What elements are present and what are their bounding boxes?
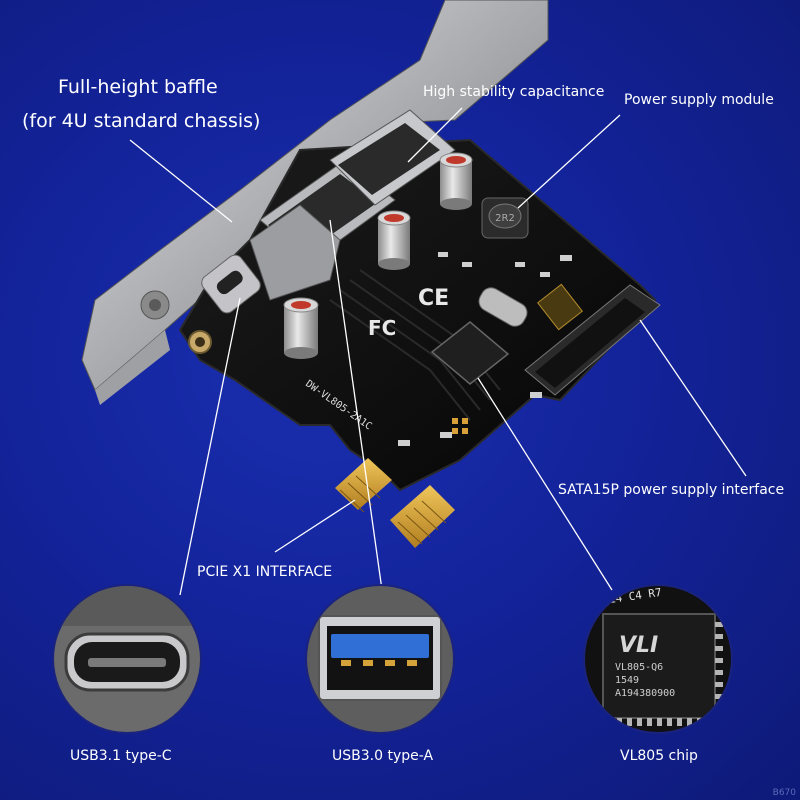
usb-a-inset bbox=[305, 584, 455, 734]
usb-a-closeup bbox=[307, 586, 453, 732]
usb-c-closeup bbox=[54, 586, 200, 732]
smd-components bbox=[398, 252, 572, 446]
inductor-text: 2R2 bbox=[495, 213, 515, 224]
usb-c-port bbox=[201, 254, 261, 314]
crystal-oscillator bbox=[478, 287, 528, 327]
baffle-label-line2: (for 4U standard chassis) bbox=[22, 110, 261, 132]
fc-mark: FC bbox=[368, 316, 396, 340]
usb-c-inset bbox=[52, 584, 202, 734]
vl805-chip-on-board bbox=[430, 321, 510, 385]
vl805-chip-closeup: R14 C4 R7 VLI VL805-Q6 1549 A194380900 bbox=[585, 586, 731, 732]
pcie-interface-label: PCIE X1 INTERFACE bbox=[197, 564, 333, 580]
capacitance-label: High stability capacitance bbox=[423, 84, 605, 100]
sata-interface-label: SATA15P power supply interface bbox=[558, 482, 785, 498]
usb-a-caption: USB3.0 type-A bbox=[332, 748, 434, 764]
usb-c-caption: USB3.1 type-C bbox=[70, 748, 172, 764]
chip-caption: VL805 chip bbox=[620, 748, 698, 764]
ce-mark: CE bbox=[418, 286, 449, 311]
watermark: B670 bbox=[772, 788, 796, 798]
pads bbox=[452, 418, 468, 434]
sata-power-connector bbox=[524, 283, 661, 396]
capacitors bbox=[283, 152, 473, 359]
chip-part-number: VL805-Q6 bbox=[615, 662, 663, 673]
chip-lot-code: A194380900 bbox=[615, 688, 675, 699]
leader-lines bbox=[129, 107, 747, 596]
baffle-label-line1: Full-height baffle bbox=[58, 76, 218, 98]
power-module-label: Power supply module bbox=[624, 92, 774, 108]
chip-inset: R14 C4 R7 VLI VL805-Q6 1549 A194380900 bbox=[583, 584, 733, 734]
chip-brand: VLI bbox=[619, 633, 658, 658]
usb-a-ports bbox=[249, 109, 456, 301]
chip-date-code: 1549 bbox=[615, 675, 639, 686]
inductor: 2R2 bbox=[481, 197, 529, 239]
pcie-gold-fingers bbox=[335, 458, 455, 548]
